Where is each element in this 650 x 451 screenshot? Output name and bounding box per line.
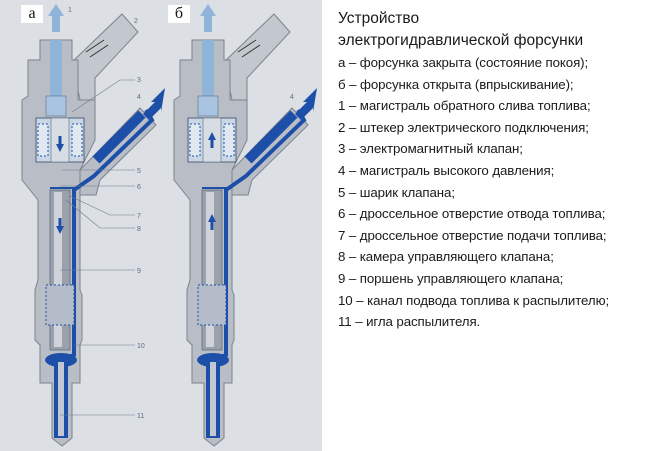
legend-item: 1 – магистраль обратного слива топлива; — [338, 98, 591, 114]
legend-item: 5 – шарик клапана; — [338, 184, 455, 200]
return-arrow-a-icon — [48, 4, 64, 32]
legend-title-line1: Устройство — [338, 10, 420, 27]
callout-5: 5 — [137, 168, 141, 175]
callout-10: 10 — [137, 343, 145, 350]
callout-leaders — [60, 79, 135, 416]
panel-b-tag: б — [168, 5, 190, 23]
callout-1: 1 — [68, 7, 72, 14]
legend-item: 10 – канал подвода топлива к распылителю… — [338, 292, 610, 308]
legend-item: б – форсунка открыта (впрыскивание); — [338, 76, 574, 92]
legend-item: 9 – поршень управляющего клапана; — [338, 270, 564, 286]
injector-diagram: 1 2 3 4 5 6 7 8 9 10 11 4 а б — [0, 0, 322, 451]
legend-item: 4 – магистраль высокого давления; — [338, 162, 555, 178]
legend: Устройство электрогидравлической форсунк… — [338, 8, 648, 333]
inlet-arrow-a-icon — [143, 88, 165, 120]
armature-up-arrow-icon — [208, 132, 216, 148]
callout-11: 11 — [137, 413, 144, 420]
legend-item: 2 – штекер электрического подключения; — [338, 119, 589, 135]
piston-up-arrow-icon — [208, 214, 216, 230]
callout-8: 8 — [137, 226, 141, 233]
callout-4: 4 — [137, 94, 141, 101]
callout-6: 6 — [137, 184, 141, 191]
legend-item: 11 – игла распылителя. — [338, 314, 481, 330]
callout-3: 3 — [137, 77, 141, 84]
legend-item: 7 – дроссельное отверстие подачи топлива… — [338, 227, 607, 243]
callout-7: 7 — [137, 213, 141, 220]
return-arrow-b-icon — [200, 4, 216, 32]
injector-illustration: 1 2 3 4 5 6 7 8 9 10 11 4 — [0, 4, 317, 451]
injector-a-closed — [22, 14, 156, 446]
legend-item: а – форсунка закрыта (состояние покоя); — [338, 55, 589, 70]
piston-down-arrow-icon — [56, 218, 64, 234]
legend-item: 8 – камера управляющего клапана; — [338, 249, 554, 265]
callout-9: 9 — [137, 268, 141, 275]
legend-item: 3 – электромагнитный клапан; — [338, 141, 523, 157]
callout-b-4: 4 — [290, 94, 294, 101]
legend-title-line2: электрогидравлической форсунки — [338, 32, 584, 49]
legend-item: 6 – дроссельное отверстие отвода топлива… — [338, 206, 606, 222]
armature-down-arrow-icon — [56, 136, 64, 152]
panel-a-tag: а — [21, 5, 43, 23]
callout-2: 2 — [134, 18, 138, 25]
injector-b-open — [174, 14, 308, 446]
inlet-arrow-b-icon — [295, 88, 317, 120]
